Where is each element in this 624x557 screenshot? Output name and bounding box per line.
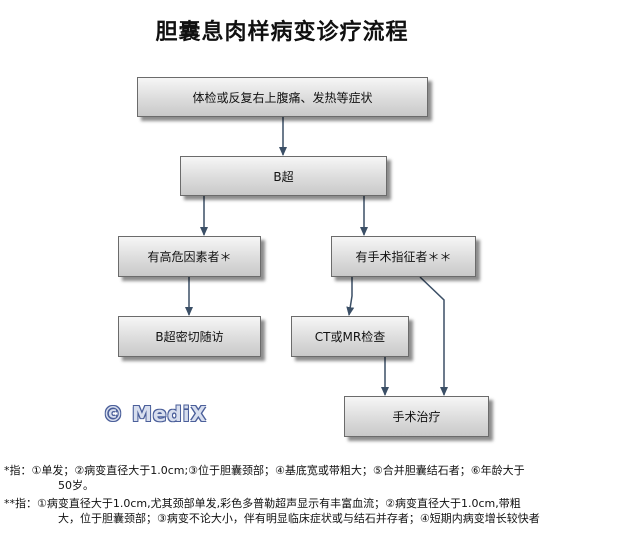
node-high-risk: 有高危因素者＊ (118, 236, 261, 277)
footnote-single-star-mark: *指： (4, 464, 32, 477)
footnote-single-star-text: ①单发；②病变直径大于1.0cm;③位于胆囊颈部；④基底宽或带粗大；⑤合并胆囊结… (31, 464, 525, 477)
node-bultrasound: B超 (180, 156, 387, 196)
footnotes: *指：①单发；②病变直径大于1.0cm;③位于胆囊颈部；④基底宽或带粗大；⑤合并… (4, 463, 620, 529)
footnote-double-star-text: ①病变直径大于1.0cm,尤其颈部单发,彩色多普勒超声显示有丰富血流；②病变直径… (37, 497, 521, 510)
footnote-single-star: *指：①单发；②病变直径大于1.0cm;③位于胆囊颈部；④基底宽或带粗大；⑤合并… (4, 463, 620, 493)
footnote-double-star-continuation: 大，位于胆囊颈部；③病变不论大小，伴有明显临床症状或与结石并存者；④短期内病变增… (58, 512, 540, 525)
arrow-indication-to-surgery (419, 276, 448, 396)
footnote-single-star-continuation: 50岁。 (58, 479, 94, 492)
node-start: 体检或反复右上腹痛、发热等症状 (137, 77, 428, 117)
node-surgery-indication: 有手术指征者＊＊ (331, 236, 476, 277)
footnote-double-star: **指：①病变直径大于1.0cm,尤其颈部单发,彩色多普勒超声显示有丰富血流；②… (4, 496, 620, 526)
node-followup: B超密切随访 (118, 316, 261, 357)
page-title: 胆囊息肉样病变诊疗流程 (155, 19, 409, 45)
medix-watermark-logo: © MediX (103, 402, 208, 426)
node-ct-mr: CT或MR检查 (291, 316, 409, 357)
arrow-indication-to-ct-mr (346, 277, 355, 316)
node-surgery: 手术治疗 (344, 396, 489, 437)
footnote-double-star-mark: **指： (4, 497, 37, 510)
